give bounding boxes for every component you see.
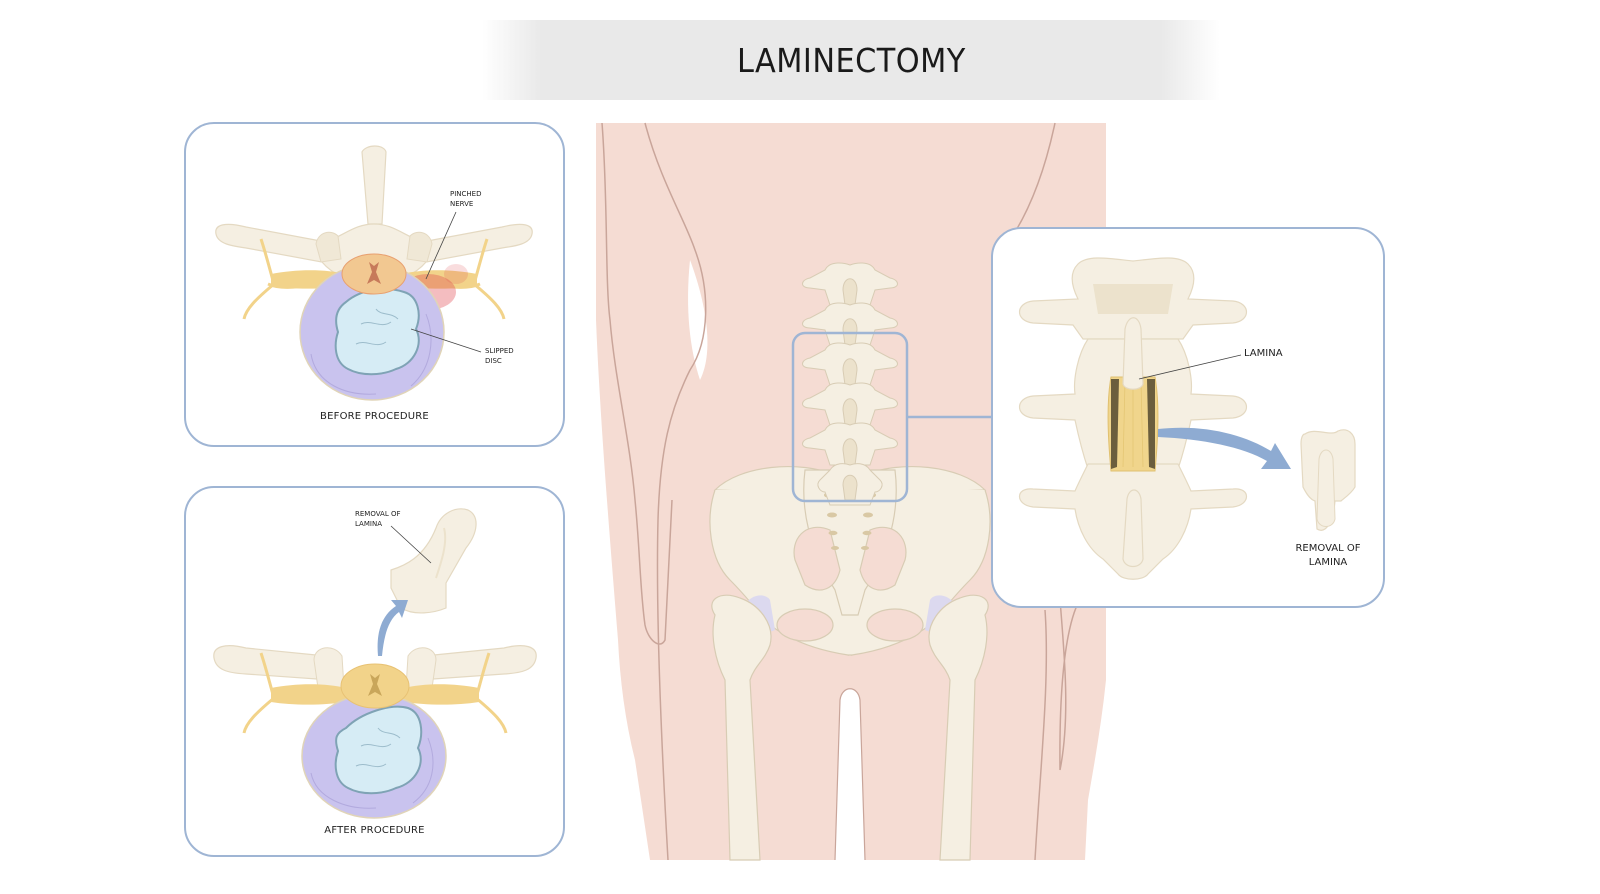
removal-of-lamina-label: REMOVAL OF LAMINA <box>1283 542 1373 570</box>
removal-leader <box>390 525 432 564</box>
lamina-leader <box>1138 354 1242 380</box>
pinched-nerve-leader <box>425 211 457 280</box>
left-torso-outline <box>644 122 707 861</box>
removal-label-line2: LAMINA <box>1308 557 1348 568</box>
pinched-nerve-label-line2: NERVE <box>450 200 474 208</box>
slipped-disc-label-line2: DISC <box>485 357 502 365</box>
vertebra <box>802 422 898 466</box>
vertebra <box>802 262 898 306</box>
slipped-disc-nucleus <box>334 288 420 376</box>
after-procedure-caption: AFTER PROCEDURE <box>324 825 425 836</box>
slipped-disc-leader <box>410 328 482 353</box>
after-procedure-panel: REMOVAL OF LAMINA AFTER PROCEDURE <box>184 486 565 857</box>
pelvis <box>709 466 991 657</box>
vertebra <box>802 342 898 386</box>
lamina-label: LAMINA <box>1244 348 1283 359</box>
vertebra <box>802 382 898 426</box>
before-procedure-caption: BEFORE PROCEDURE <box>320 411 429 422</box>
left-arm-gap <box>688 260 708 380</box>
lumbar-spine <box>802 262 898 506</box>
removal-label-line1: REMOVAL OF <box>355 510 401 518</box>
lamina-detail-illustration <box>1018 257 1356 580</box>
removal-arrow <box>377 600 408 656</box>
pinched-nerve-label: PINCHED NERVE <box>450 189 482 209</box>
right-leg-outline <box>1034 609 1048 861</box>
diagram-title: LAMINECTOMY <box>736 40 966 80</box>
vertebra <box>817 463 883 506</box>
before-vertebra-illustration <box>215 145 533 401</box>
title-banner: LAMINECTOMY <box>482 20 1220 100</box>
lamina-detail-panel: LAMINA REMOVAL OF LAMINA <box>991 227 1385 608</box>
removal-label-line2: LAMINA <box>355 520 382 528</box>
removal-arrow <box>1158 427 1291 469</box>
disc-nucleus <box>334 705 423 795</box>
after-vertebra-illustration <box>213 508 537 819</box>
body-figure <box>596 122 1106 861</box>
crotch-gap <box>835 688 865 860</box>
femurs <box>711 594 989 861</box>
slipped-disc-label: SLIPPED DISC <box>485 346 514 366</box>
before-procedure-panel: PINCHED NERVE SLIPPED DISC BEFORE PROCED… <box>184 122 565 447</box>
slipped-disc-label-line1: SLIPPED <box>485 347 514 355</box>
left-arm-outline <box>601 122 673 645</box>
inner-leg-outline-left <box>834 688 866 861</box>
removal-label-line1: REMOVAL OF <box>1295 543 1361 554</box>
removal-of-lamina-label: REMOVAL OF LAMINA <box>355 509 401 529</box>
removed-lamina-piece <box>390 508 477 614</box>
pinched-nerve-label-line1: PINCHED <box>450 190 482 198</box>
